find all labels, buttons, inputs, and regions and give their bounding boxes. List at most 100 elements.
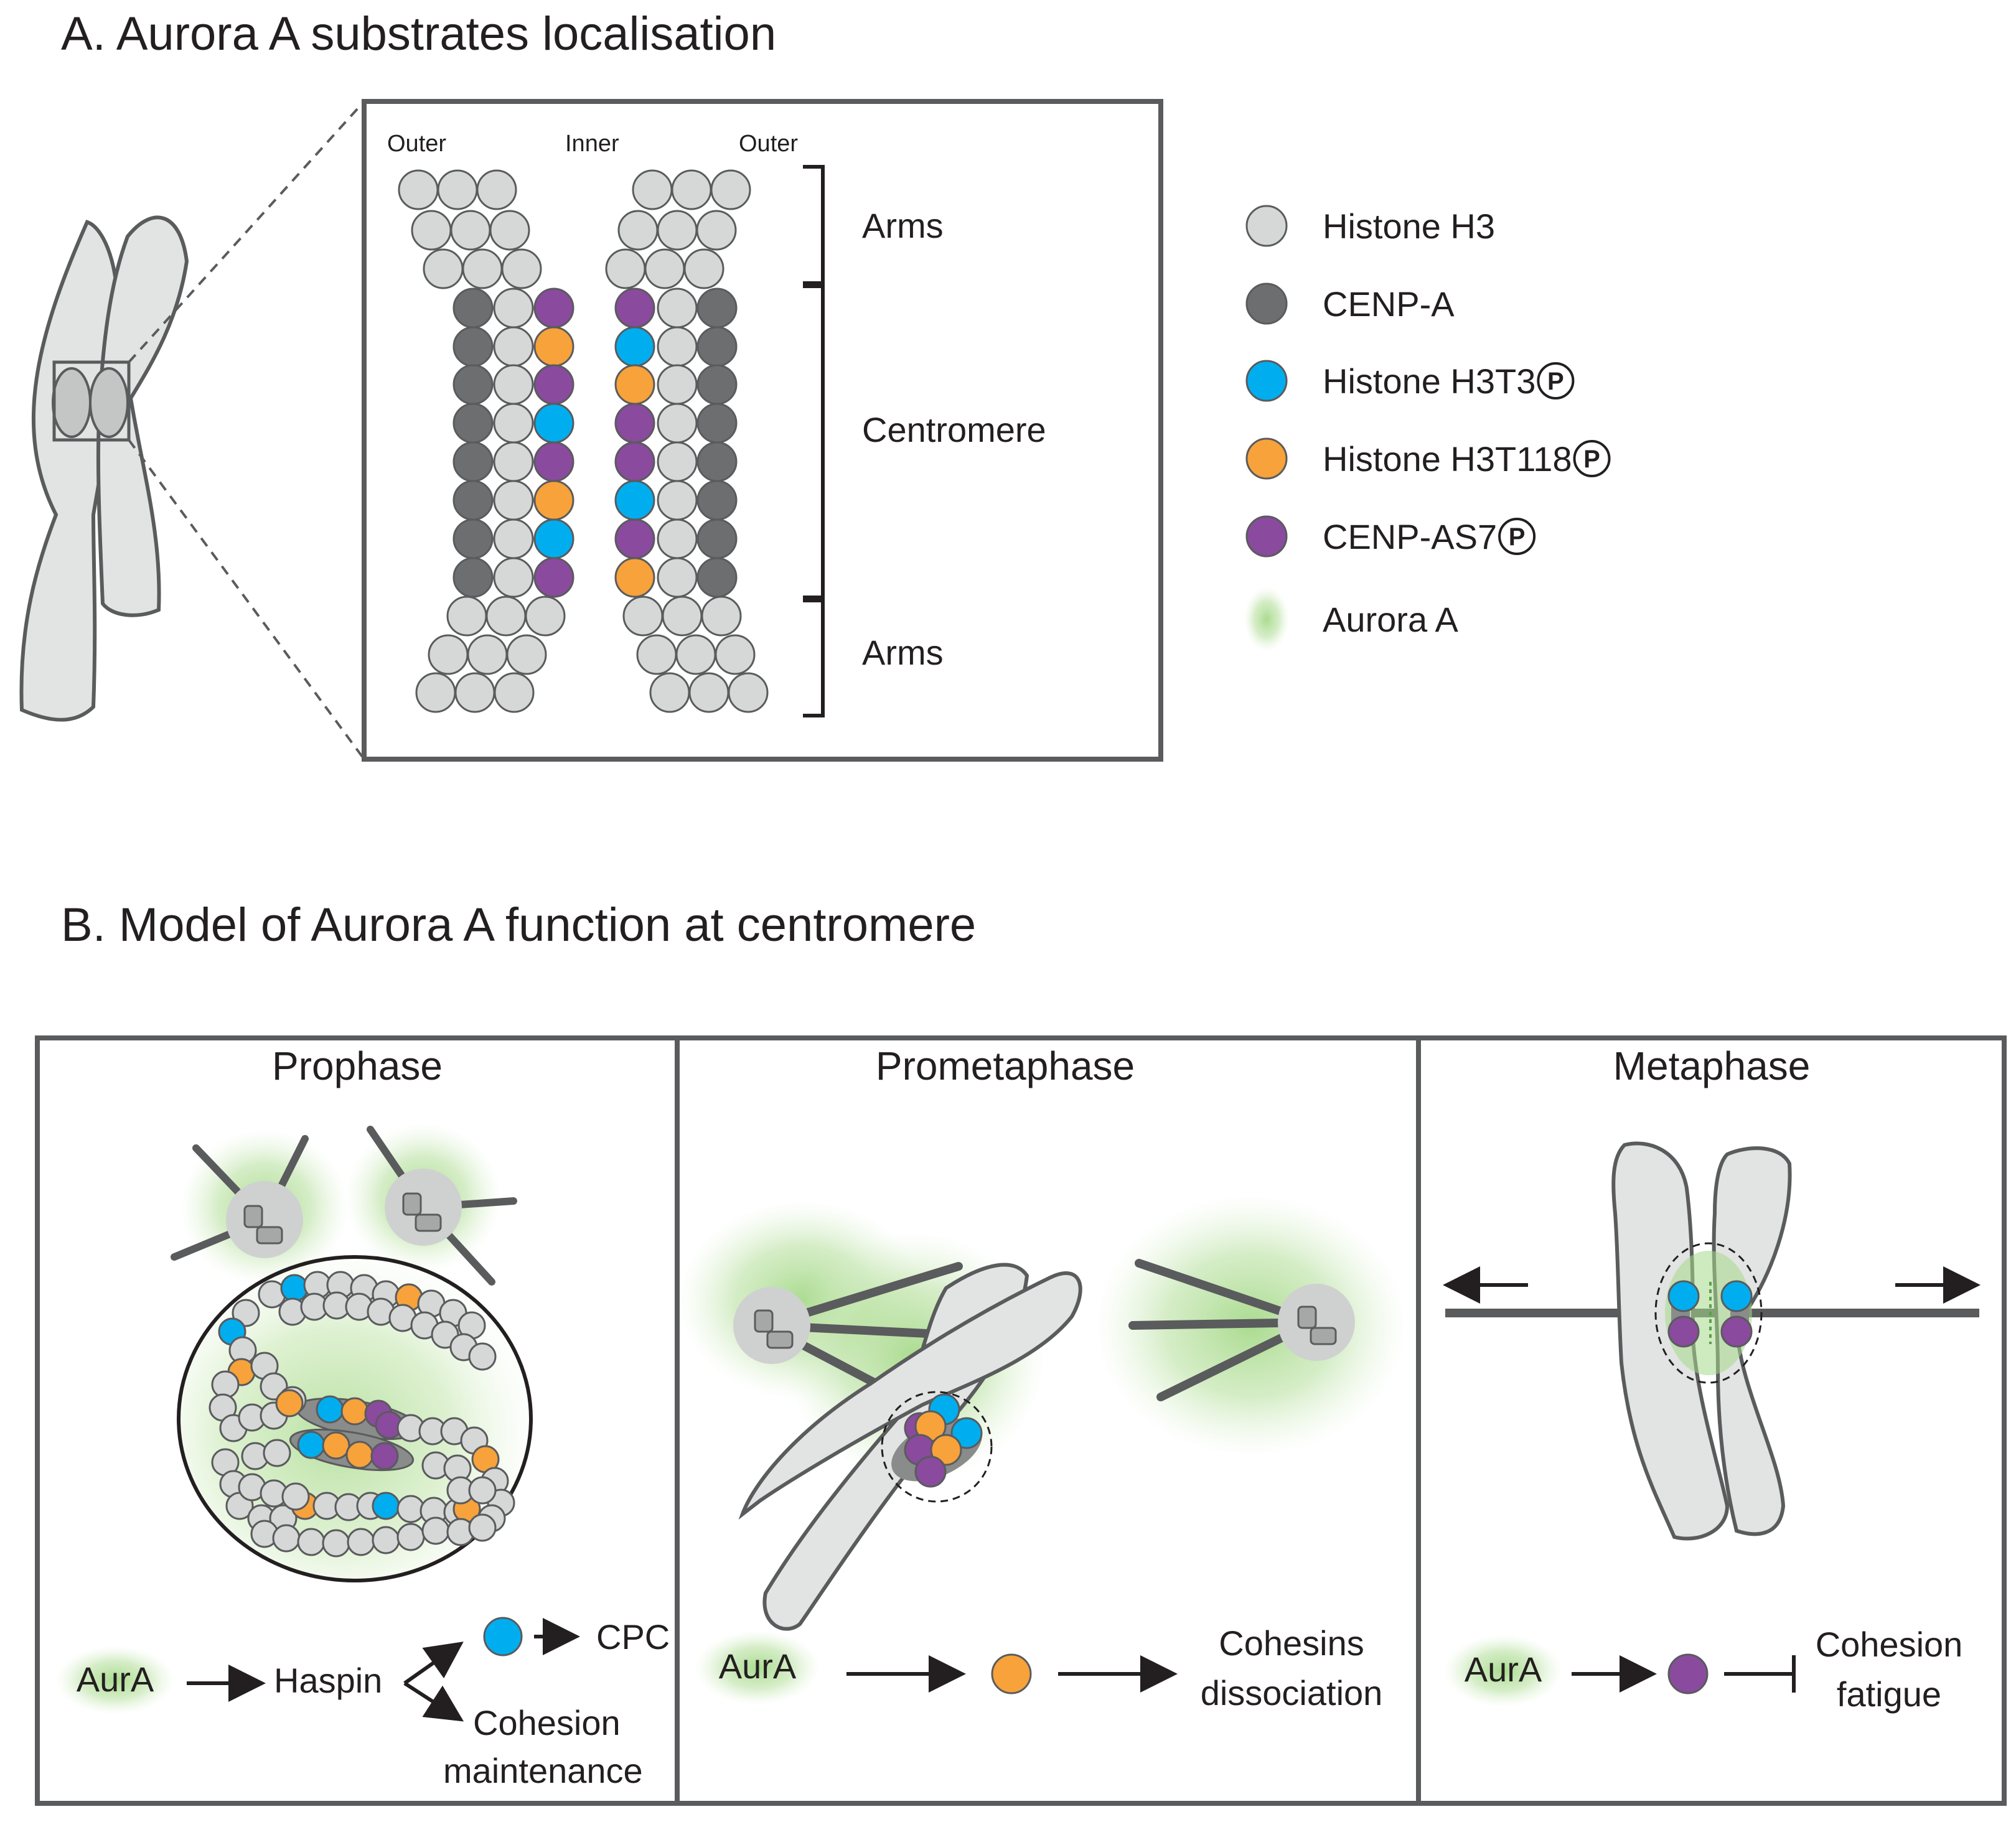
legend-label: Aurora A	[1323, 600, 1459, 639]
nucleosome-histone-h3t118p	[614, 364, 655, 405]
centriole-icon	[243, 1192, 442, 1245]
nucleosome-cenp-as7p	[614, 441, 655, 482]
prometaphase-aura-label: AurA	[719, 1647, 797, 1686]
nucleosome-histone-h3	[657, 210, 698, 251]
nucleosome-histone-h3	[657, 480, 698, 521]
bead-cenp-as7p	[914, 1455, 947, 1488]
bead-histone-h3	[468, 1513, 497, 1542]
bead-cenp-as7p	[1667, 1315, 1700, 1348]
legend-swatch	[1245, 283, 1288, 325]
column-label-outer-right: Outer	[739, 131, 798, 157]
bead-histone-h3	[396, 1523, 425, 1551]
nucleosome-cenp-as7p	[533, 287, 574, 329]
nucleosome-histone-h3	[683, 248, 724, 289]
phospho-badge-label: P	[1583, 446, 1600, 473]
legend-swatch	[1245, 360, 1288, 402]
nucleosome-histone-h3	[428, 634, 469, 675]
nucleosome-histone-h3	[728, 672, 769, 713]
bead-h3t3p	[280, 1274, 309, 1302]
bead-histone-h3	[232, 1299, 260, 1327]
prophase-title: Prophase	[272, 1044, 443, 1088]
panel-b-title: B. Model of Aurora A function at centrom…	[61, 899, 976, 951]
bead-h3t118p	[340, 1397, 369, 1426]
nucleosome-histone-h3t3p	[614, 480, 655, 521]
nucleosome-histone-h3	[493, 364, 534, 405]
cohesion-label-1: Cohesion	[473, 1703, 621, 1742]
nucleosome-cenp-as7p	[533, 364, 574, 405]
bead-cenp-as7p	[1720, 1315, 1753, 1348]
legend-label: CENP-A	[1323, 284, 1455, 324]
nucleosome-cenp-as7p	[614, 403, 655, 444]
nucleosome-histone-h3	[493, 287, 534, 329]
prometaphase-outcome-1: Cohesins	[1219, 1623, 1364, 1663]
nucleosome-histone-h3	[462, 248, 503, 289]
nucleosome-cenp-a	[452, 364, 494, 405]
metaphase-scene	[1443, 1141, 1981, 1541]
nucleosome-histone-h3	[617, 210, 659, 251]
legend-swatch	[1244, 587, 1289, 652]
panel-a-title: A. Aurora A substrates localisation	[61, 7, 776, 60]
legend-swatch	[1245, 515, 1288, 558]
prophase-nucleus	[177, 1255, 533, 1582]
bead-h3t3p	[1667, 1280, 1700, 1312]
nucleosome-histone-h3	[675, 634, 716, 675]
nucleosome-cenp-as7p	[533, 557, 574, 598]
bead-histone-h3	[372, 1526, 400, 1554]
nucleosome-histone-h3	[632, 169, 673, 210]
nucleosome-histone-h3	[605, 248, 646, 289]
prometaphase-flow: AurA Cohesins dissociation	[695, 1623, 1382, 1712]
nucleosome-histone-h3	[657, 403, 698, 444]
nucleosome-histone-h3	[493, 326, 534, 367]
legend-item-histone-h3: Histone H3	[1245, 205, 1495, 247]
nucleosome-cenp-as7p	[533, 441, 574, 482]
nucleosome-histone-h3	[415, 672, 456, 713]
bead-cenp-as7p	[370, 1442, 399, 1470]
bead-histone-h3	[396, 1495, 425, 1523]
nucleosome-cenp-a	[696, 364, 738, 405]
nucleosome-histone-h3	[476, 169, 517, 210]
prophase-centrosomes	[171, 1123, 517, 1286]
nucleosome-histone-h3t3p	[533, 518, 574, 559]
nucleosome-cenp-a	[696, 403, 738, 444]
nucleosome-histone-h3	[423, 248, 464, 289]
nucleosome-histone-h3	[493, 557, 534, 598]
phospho-badge-label: P	[1547, 368, 1564, 395]
nucleosome-histone-h3	[657, 287, 698, 329]
nucleosome-histone-h3	[454, 672, 495, 713]
nucleosome-cenp-a	[452, 557, 494, 598]
metaphase-outcome-2: fatigue	[1837, 1675, 1941, 1714]
nucleosome-cenp-a	[696, 326, 738, 367]
nucleosome-histone-h3	[622, 596, 663, 637]
prometaphase-scene	[678, 1195, 1407, 1631]
legend-item-cenp-a: CENP-A	[1245, 283, 1455, 325]
nucleosome-cenp-a	[696, 287, 738, 329]
metaphase-outcome-1: Cohesion	[1816, 1625, 1963, 1664]
legend-swatch	[1245, 205, 1288, 247]
cpc-label: CPC	[596, 1617, 670, 1656]
nucleosome-histone-h3	[494, 672, 535, 713]
nucleosome-cenp-a	[452, 326, 494, 367]
bead-h3t118p	[322, 1431, 350, 1460]
nucleosome-histone-h3	[493, 518, 534, 559]
nucleosome-histone-h3	[437, 169, 478, 210]
nucleosome-cenp-as7p	[614, 518, 655, 559]
bead-histone-h3	[468, 1342, 497, 1371]
bead-h3t3p	[297, 1431, 326, 1459]
legend-swatch	[1245, 437, 1288, 480]
nucleosome-cenp-a	[452, 480, 494, 521]
prometaphase-outcome-2: dissociation	[1201, 1673, 1383, 1712]
nucleosome-cenp-a	[452, 441, 494, 482]
nucleosome-histone-h3	[662, 596, 703, 637]
bead-histone-h3	[281, 1482, 310, 1511]
metaphase-flow: AurA Cohesion fatigue	[1444, 1625, 1962, 1714]
prophase-flow: AurA Haspin CPC Cohesion maintenance	[56, 1617, 670, 1790]
nucleosome-cenp-a	[452, 518, 494, 559]
nucleosome-histone-h3	[493, 441, 534, 482]
column-label-inner: Inner	[565, 131, 619, 157]
nucleosome-histone-h3	[671, 169, 712, 210]
nucleosome-histone-h3	[446, 596, 487, 637]
cenp-as7p-dot	[1667, 1653, 1709, 1694]
